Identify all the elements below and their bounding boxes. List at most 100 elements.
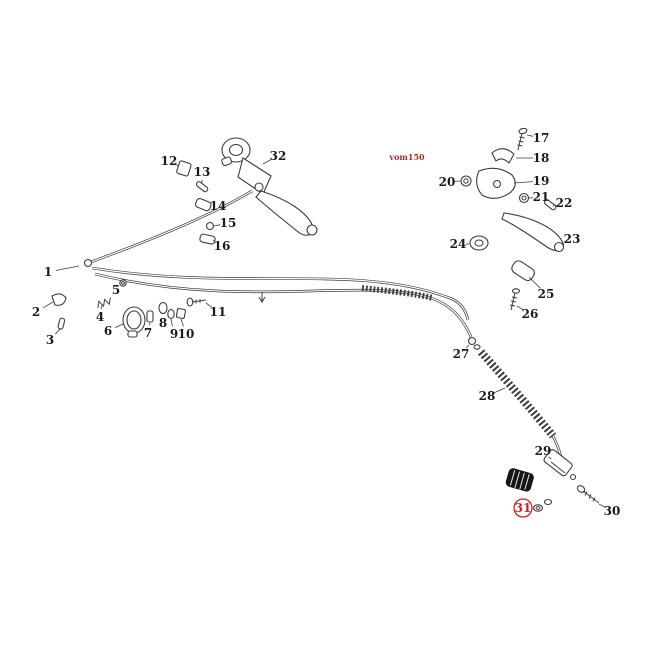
- part-13-pin: [195, 181, 209, 193]
- part-22-pin: [543, 199, 557, 211]
- callout-label-26: 26: [522, 307, 539, 321]
- part-11-screw: [191, 299, 207, 304]
- part-14-adjuster: [194, 198, 212, 212]
- callout-21: 21: [528, 190, 550, 204]
- callout-9: 9: [170, 318, 178, 341]
- callout-leader-25: [528, 276, 541, 289]
- callout-label-6: 6: [104, 324, 112, 338]
- callout-leader-19: [513, 181, 534, 184]
- callout-leader-10: [180, 318, 184, 327]
- callout-22: 22: [552, 196, 573, 210]
- part-24-washer: [469, 235, 489, 251]
- callout-32: 32: [262, 149, 287, 165]
- callout-11: 11: [205, 302, 227, 319]
- part-26-screw: [509, 292, 518, 311]
- part-16-sleeve: [199, 233, 216, 245]
- callout-label-22: 22: [556, 196, 573, 210]
- left-lever-assembly: [221, 137, 318, 236]
- part-29-knurled-nut: [505, 468, 534, 492]
- lever-blade: [255, 190, 314, 236]
- callout-label-12: 12: [161, 154, 178, 168]
- highlight-circle: [513, 498, 533, 518]
- part-26-screw-head: [511, 288, 521, 294]
- callout-leader-16: [212, 239, 216, 242]
- callout-1: 1: [44, 265, 80, 279]
- callout-3: 3: [46, 328, 61, 347]
- part-8-washer: [158, 301, 168, 315]
- callout-25: 25: [528, 276, 555, 301]
- callout-label-2: 2: [32, 305, 40, 319]
- part-27-ferrule: [467, 336, 477, 346]
- part-4-spring: [97, 297, 111, 308]
- callout-leader-9: [170, 318, 173, 327]
- part-2-clevis: [51, 293, 67, 306]
- callout-label-14: 14: [210, 199, 227, 213]
- part-12-barrel: [176, 160, 192, 177]
- callout-label-1: 1: [44, 265, 52, 279]
- lever-pivot: [254, 182, 264, 192]
- callout-16: 16: [212, 239, 231, 253]
- callout-label-4: 4: [96, 310, 104, 324]
- callout-18: 18: [516, 151, 549, 165]
- callout-10: 10: [178, 318, 194, 341]
- callout-label-15: 15: [220, 216, 237, 230]
- callout-31: 31: [513, 498, 533, 518]
- right-lever-assembly: [460, 127, 565, 311]
- control-cables: [87, 189, 473, 338]
- callout-label-28: 28: [479, 389, 496, 403]
- callout-label-32: 32: [270, 149, 287, 163]
- callout-label-23: 23: [564, 232, 581, 246]
- callout-label-13: 13: [194, 165, 211, 179]
- callout-label-11: 11: [210, 305, 227, 319]
- callout-leader-1: [55, 265, 80, 271]
- callout-28: 28: [479, 387, 506, 403]
- callout-label-25: 25: [538, 287, 555, 301]
- callout-label-31: 31: [515, 501, 532, 515]
- callout-20: 20: [439, 175, 461, 189]
- part-30-screw: [582, 490, 600, 504]
- callout-leader-11: [205, 302, 212, 308]
- callout-leader-30: [598, 503, 606, 508]
- part-25-bushing: [511, 260, 535, 282]
- part-3-pin: [57, 317, 66, 330]
- callout-label-21: 21: [533, 190, 550, 204]
- callout-17: 17: [526, 131, 550, 145]
- callout-leader-15: [213, 224, 221, 227]
- callout-label-5: 5: [112, 283, 120, 297]
- part-30-screw-head: [576, 485, 586, 493]
- callout-19: 19: [513, 174, 549, 188]
- part-18-clamp: [491, 148, 515, 164]
- callout-14: 14: [210, 199, 227, 213]
- callout-label-7: 7: [144, 326, 152, 340]
- callout-5: 5: [112, 283, 120, 297]
- callout-29: 29: [535, 444, 552, 460]
- part-17-screw: [517, 132, 525, 151]
- terminal-parts-bottom-right: [505, 449, 600, 512]
- part-17-screw-head: [518, 127, 528, 135]
- callout-30: 30: [598, 503, 621, 518]
- callout-label-18: 18: [533, 151, 550, 165]
- callout-label-27: 27: [453, 347, 470, 361]
- callout-leader-4: [100, 304, 103, 310]
- callout-leader-29: [548, 456, 552, 460]
- callout-label-17: 17: [533, 131, 550, 145]
- part-28-conduit-spring: [478, 349, 557, 439]
- callout-label-20: 20: [439, 175, 456, 189]
- callout-8: 8: [159, 316, 167, 330]
- direction-arrow: [258, 292, 266, 303]
- part-7-post: [146, 310, 154, 323]
- callout-label-3: 3: [46, 333, 54, 347]
- callout-leader-2: [42, 301, 54, 309]
- callout-label-30: 30: [604, 504, 621, 518]
- part-23-ball-end: [553, 241, 565, 253]
- part-10-nut: [175, 308, 186, 319]
- callout-label-16: 16: [214, 239, 231, 253]
- lever-ball-end: [306, 224, 318, 236]
- callout-label-29: 29: [535, 444, 552, 458]
- callout-leader-26: [516, 305, 524, 311]
- part-23-lever-blade: [501, 212, 565, 252]
- callout-12: 12: [161, 154, 180, 168]
- callout-leader-17: [526, 134, 534, 137]
